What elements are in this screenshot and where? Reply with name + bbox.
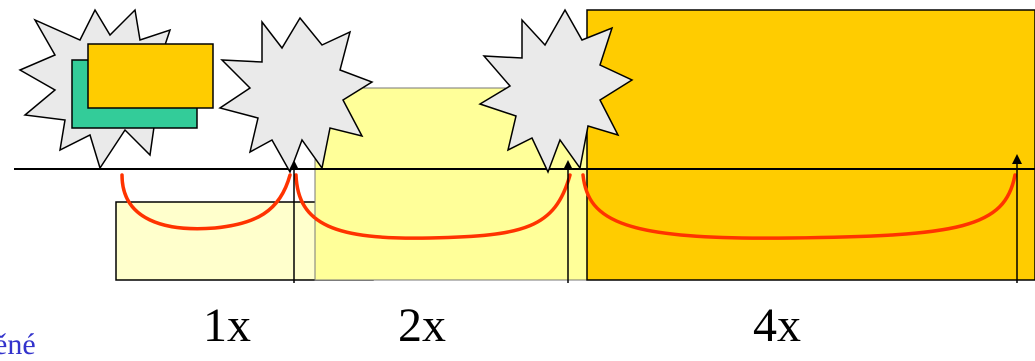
burst-icon <box>478 8 634 174</box>
copy-arc-2 <box>294 173 572 240</box>
scale-label-4x: 4x <box>753 299 801 352</box>
copy-arc-1 <box>120 173 292 231</box>
block-4x-gold <box>586 9 1035 281</box>
copy-arc-3 <box>581 173 1017 240</box>
scale-label-2x: 2x <box>398 299 446 352</box>
cut-off-text: ěné <box>0 328 36 361</box>
card-gold <box>87 43 214 109</box>
burst-icon <box>218 16 374 174</box>
scale-label-1x: 1x <box>203 299 251 352</box>
